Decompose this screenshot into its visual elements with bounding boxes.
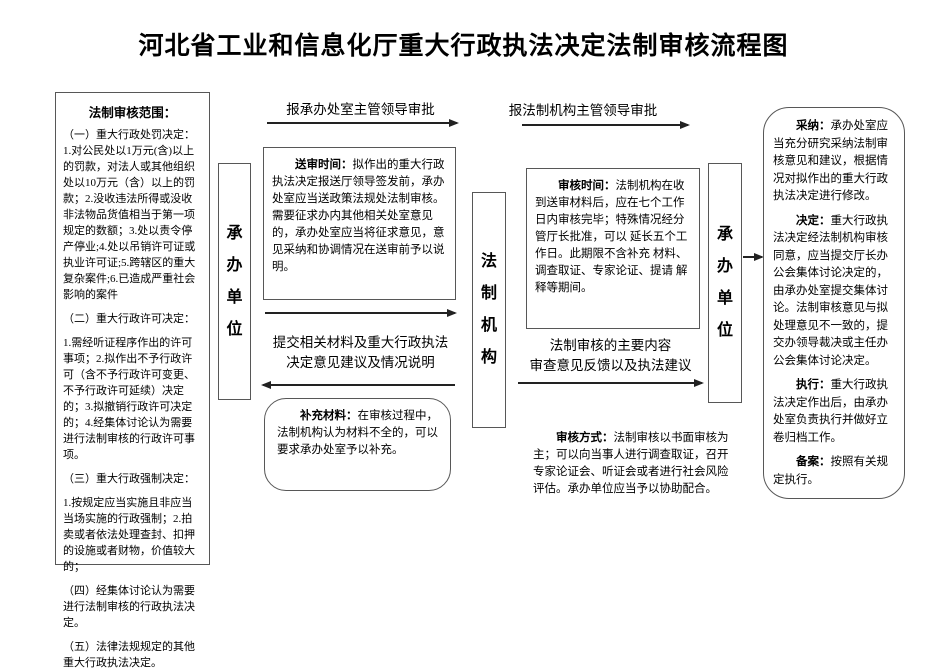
lane-label: 单 xyxy=(716,290,733,307)
flow-label-line: 提交相关材料及重大行政执法 xyxy=(272,335,449,350)
legal-review-scope-panel: 法制审核范围： （一）重大行政处罚决定：1.对公民处以1万元(含)以上的罚款，对… xyxy=(55,92,210,669)
result-section-label: 采纳： xyxy=(796,120,831,132)
lane-label: 承 xyxy=(716,226,733,243)
submit-time-label: 送审时间： xyxy=(295,159,353,171)
arrow-left-icon xyxy=(261,381,455,388)
page-title: 河北省工业和信息化厅重大行政执法决定法制审核流程图 xyxy=(138,33,789,60)
flow-label-line: 法制审核的主要内容 xyxy=(549,338,672,353)
review-time-text: 法制机构在收到送审材料后，应在七个工作日内审核完毕；特殊情况经分管厅长批准，可以… xyxy=(535,180,688,294)
scope-paragraph: （一）重大行政处罚决定：1.对公民处以1万元(含)以上的罚款，对法人或其他组织处… xyxy=(63,129,196,301)
result-section-record: 备案：按照有关规定执行。 xyxy=(773,454,895,489)
flow-label-line: 审查意见反馈以及执法建议 xyxy=(529,358,692,373)
result-section-label: 执行： xyxy=(796,379,831,391)
scope-paragraph: （二）重大行政许可决定： xyxy=(63,313,195,325)
supplement-text: 在审核过程中，法制机构认为材料不全的，可以要求承办处室予以补充。 xyxy=(277,410,438,456)
lane-label: 单 xyxy=(226,288,243,306)
arrow-right-icon xyxy=(518,379,704,386)
lane-undertaking-unit-1: 承 办 单 位 xyxy=(218,163,251,400)
scope-paragraph: 1.按规定应当实施且非应当当场实施的行政强制；2.拍卖或者依法处理查封、扣押的设… xyxy=(63,497,195,573)
lane-label: 法 xyxy=(480,253,497,270)
result-section-text: 重大行政执法决定经法制机构审核同意，应当提交厅长办公会集体讨论决定的，由承办处室… xyxy=(773,214,888,367)
scope-panel-heading: 法制审核范围： xyxy=(88,106,177,120)
review-time-label: 审核时间： xyxy=(558,180,616,192)
lane-label: 位 xyxy=(226,320,243,338)
scope-paragraph: （三）重大行政强制决定： xyxy=(63,473,195,485)
review-method-note: 审核方式：法制审核以书面审核为主；可以向当事人进行调查取证，召开专家论证会、听证… xyxy=(533,430,731,504)
arrow-right-icon xyxy=(522,121,690,128)
result-section-text: 重大行政执法决定作出后，由承办处室负责执行并做好立卷归档工作。 xyxy=(773,379,888,444)
flow-label-report-unit-leader: 报承办处室主管领导审批 xyxy=(286,102,435,117)
review-method-label: 审核方式： xyxy=(556,432,614,444)
result-section-text: 按照有关规定执行。 xyxy=(773,456,888,486)
arrow-right-icon xyxy=(743,253,764,260)
lane-label: 位 xyxy=(716,322,733,339)
flow-label-line: 决定意见建议及情况说明 xyxy=(286,355,435,370)
lane-legal-institution: 法 制 机 构 xyxy=(472,192,506,428)
scope-paragraph: （五）法律法规规定的其他重大行政执法决定。 xyxy=(63,641,195,669)
result-section-accept: 采纳：承办处室应当充分研究采纳法制审核意见和建议，根据情况对拟作出的重大行政执法… xyxy=(773,118,895,206)
lane-label: 制 xyxy=(480,285,497,302)
supplement-materials-box: 补充材料：在审核过程中，法制机构认为材料不全的，可以要求承办处室予以补充。 xyxy=(264,398,451,491)
result-section-label: 决定： xyxy=(796,214,831,227)
result-section-decide: 决定：重大行政执法决定经法制机构审核同意，应当提交厅长办公会集体讨论决定的，由承… xyxy=(773,213,895,371)
submit-time-box: 送审时间：拟作出的重大行政执法决定报送厅领导签发前，承办处室应当送政策法规处法制… xyxy=(263,147,456,300)
scope-paragraph: （四）经集体讨论认为需要进行法制审核的行政执法决定。 xyxy=(63,585,195,629)
result-section-label: 备案： xyxy=(796,456,831,468)
lane-label: 机 xyxy=(480,317,497,334)
supplement-label: 补充材料： xyxy=(300,410,358,422)
result-section-execute: 执行：重大行政执法决定作出后，由承办处室负责执行并做好立卷归档工作。 xyxy=(773,377,895,447)
lane-label: 办 xyxy=(716,258,733,275)
arrow-right-icon xyxy=(265,309,457,316)
review-method-text: 法制审核以书面审核为主；可以向当事人进行调查取证，召开专家论证会、听证会或者进行… xyxy=(533,432,729,495)
lane-label: 承 xyxy=(226,224,243,242)
flow-label-review-feedback: 法制审核的主要内容 审查意见反馈以及执法建议 xyxy=(508,336,713,376)
lane-undertaking-unit-2: 承 办 单 位 xyxy=(708,163,742,403)
flow-label-submit-materials: 提交相关材料及重大行政执法 决定意见建议及情况说明 xyxy=(258,333,463,373)
arrow-right-icon xyxy=(267,119,459,126)
lane-label: 办 xyxy=(226,256,243,274)
scope-paragraph: 1.需经听证程序作出的许可事项；2.拟作出不予行政许可（含不予行政许可变更、不予… xyxy=(63,337,195,461)
review-time-box: 审核时间：法制机构在收到送审材料后，应在七个工作日内审核完毕；特殊情况经分管厅长… xyxy=(526,168,700,329)
flow-label-report-legal-leader: 报法制机构主管领导审批 xyxy=(508,103,658,118)
result-section-text: 承办处室应当充分研究采纳法制审核意见和建议，根据情况对拟作出的重大行政执法决定进… xyxy=(773,120,888,202)
submit-time-text: 拟作出的重大行政执法决定报送厅领导签发前，承办处室应当送政策法规处法制审核。需要… xyxy=(272,159,445,273)
result-panel: 采纳：承办处室应当充分研究采纳法制审核意见和建议，根据情况对拟作出的重大行政执法… xyxy=(763,107,905,499)
lane-label: 构 xyxy=(480,349,497,366)
